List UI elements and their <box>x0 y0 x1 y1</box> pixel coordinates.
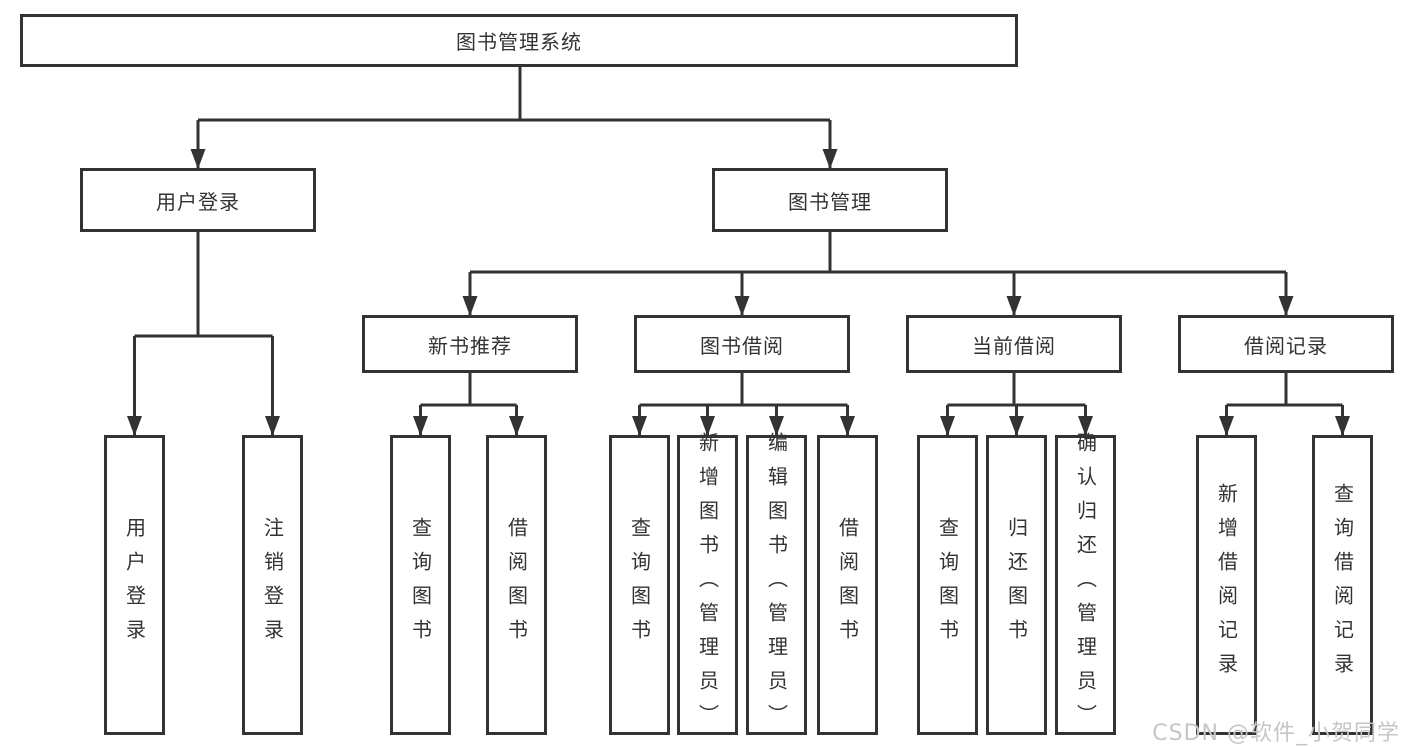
node-label: 当前借阅 <box>972 333 1056 358</box>
node-label: 新增借阅记录 <box>1214 483 1239 687</box>
node-label: 归还图书 <box>1004 517 1029 653</box>
node-leaf-add-borrow-record: 新增借阅记录 <box>1196 435 1257 735</box>
node-library-management-system: 图书管理系统 <box>20 14 1018 67</box>
node-label: 用户登录 <box>156 189 240 214</box>
node-label: 确认归还（管理员） <box>1073 432 1098 738</box>
node-leaf-query-books-3: 查询图书 <box>917 435 978 735</box>
node-leaf-return-books: 归还图书 <box>986 435 1047 735</box>
node-label: 借阅图书 <box>835 517 860 653</box>
node-label: 编辑图书（管理员） <box>764 432 789 738</box>
node-leaf-edit-books-admin: 编辑图书（管理员） <box>746 432 807 738</box>
node-label: 注销登录 <box>260 517 285 653</box>
node-leaf-query-books-2: 查询图书 <box>609 435 670 735</box>
node-label: 借阅图书 <box>504 517 529 653</box>
node-leaf-user-login: 用户登录 <box>104 435 165 735</box>
node-leaf-add-books-admin: 新增图书（管理员） <box>677 432 738 738</box>
node-leaf-borrow-books-2: 借阅图书 <box>817 435 878 735</box>
node-current-borrowing: 当前借阅 <box>906 315 1122 373</box>
node-label: 用户登录 <box>122 517 147 653</box>
node-borrowing-records: 借阅记录 <box>1178 315 1394 373</box>
node-label: 查询图书 <box>935 517 960 653</box>
node-label: 查询借阅记录 <box>1330 483 1355 687</box>
node-leaf-query-borrow-record: 查询借阅记录 <box>1312 435 1373 735</box>
node-label: 查询图书 <box>627 517 652 653</box>
node-label: 新增图书（管理员） <box>695 432 720 738</box>
node-label: 图书管理系统 <box>456 30 582 54</box>
node-new-book-recommend: 新书推荐 <box>362 315 578 373</box>
node-user-login-branch: 用户登录 <box>80 168 316 232</box>
node-label: 新书推荐 <box>428 333 512 358</box>
node-label: 图书管理 <box>788 189 872 214</box>
node-book-management-branch: 图书管理 <box>712 168 948 232</box>
node-label: 借阅记录 <box>1244 333 1328 358</box>
csdn-watermark: CSDN @软件_小贺同学 <box>1152 721 1400 746</box>
node-leaf-query-books-1: 查询图书 <box>390 435 451 735</box>
node-book-borrowing: 图书借阅 <box>634 315 850 373</box>
node-leaf-confirm-return-admin: 确认归还（管理员） <box>1055 432 1116 738</box>
node-label: 图书借阅 <box>700 333 784 358</box>
node-leaf-borrow-books-1: 借阅图书 <box>486 435 547 735</box>
node-label: 查询图书 <box>408 517 433 653</box>
node-leaf-logout: 注销登录 <box>242 435 303 735</box>
